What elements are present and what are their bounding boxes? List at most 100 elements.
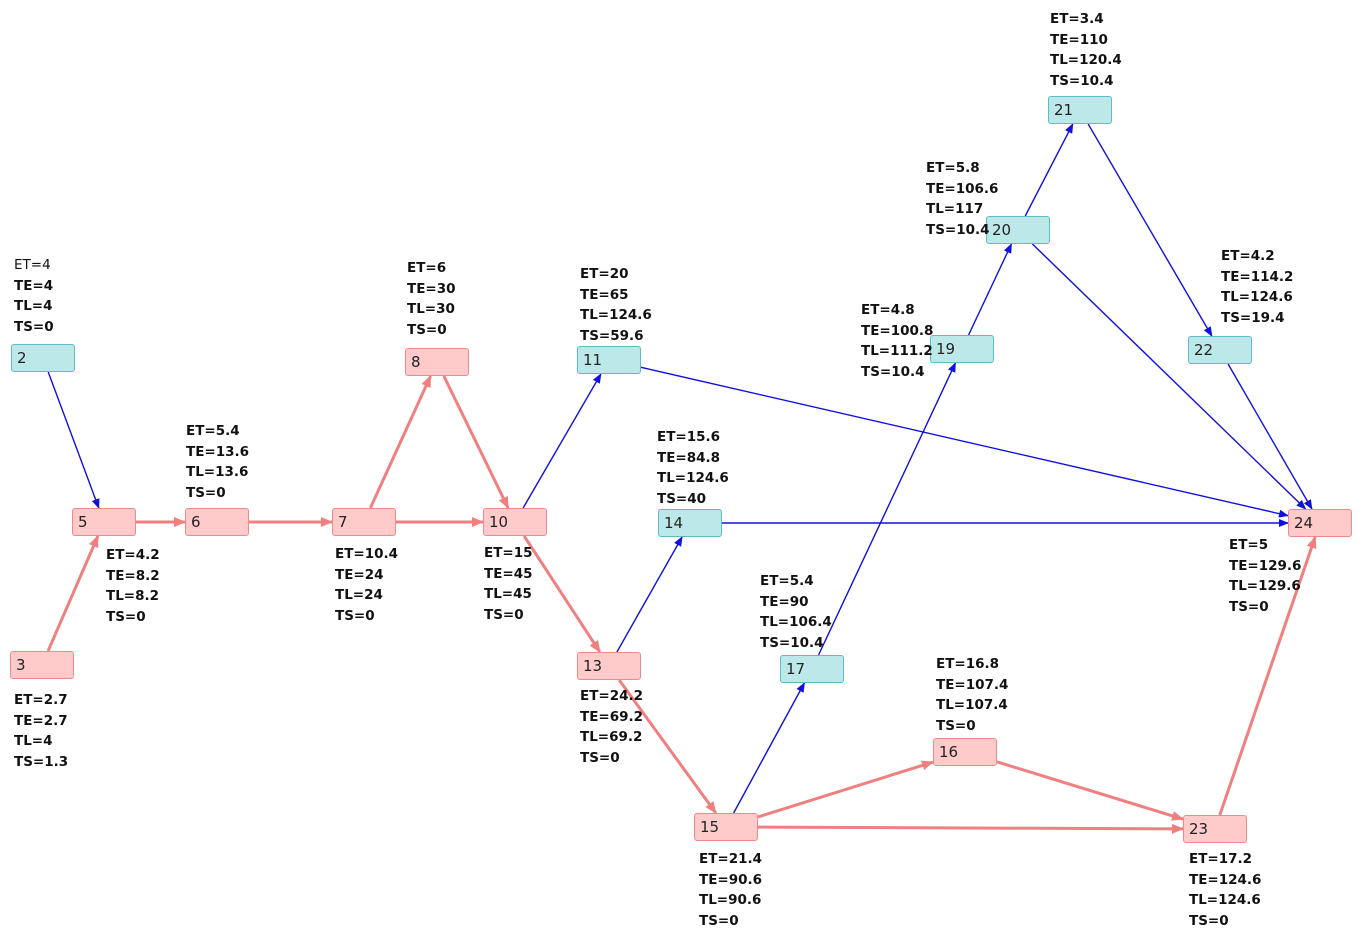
edge-19-20: [967, 243, 1013, 336]
node-2[interactable]: 2: [11, 344, 75, 372]
node-label: 8: [411, 353, 421, 371]
edge-13-15: [617, 679, 718, 814]
edge-15-17: [733, 682, 805, 814]
info-line: TL=124.6: [580, 307, 652, 324]
node-label: 23: [1189, 820, 1209, 838]
node-label: 22: [1194, 341, 1214, 359]
node-22[interactable]: 22: [1188, 336, 1252, 364]
node-7[interactable]: 7: [332, 508, 396, 536]
info-line: TE=129.6: [1229, 557, 1302, 574]
edge-15-16: [757, 760, 934, 819]
node-label: 5: [78, 513, 88, 531]
edge-15-23: [757, 823, 1184, 834]
info-line: TL=124.6: [1189, 892, 1261, 909]
info-line: ET=6: [407, 260, 447, 276]
info-line: TS=0: [186, 485, 226, 502]
info-line: TE=90: [760, 593, 809, 610]
info-line: TL=45: [484, 586, 532, 603]
node-13[interactable]: 13: [577, 652, 641, 680]
node-11[interactable]: 11: [577, 346, 641, 374]
node-label: 16: [939, 743, 959, 761]
info-line: ET=5.4: [186, 423, 240, 439]
info-line: TE=110: [1050, 31, 1108, 48]
node-21[interactable]: 21: [1048, 96, 1112, 124]
info-line: TE=124.6: [1189, 871, 1262, 888]
edge-7-8: [369, 375, 432, 509]
info-line: TS=59.6: [580, 328, 644, 345]
info-line: TS=0: [484, 607, 524, 624]
info-line: TE=114.2: [1221, 268, 1294, 285]
info-line: ET=4.2: [1221, 248, 1275, 264]
info-line: TL=13.6: [186, 464, 249, 481]
edge-8-10: [442, 375, 510, 509]
edge-17-19: [817, 362, 957, 656]
info-line: TS=0: [580, 750, 620, 767]
info-line: TL=124.6: [1221, 289, 1293, 306]
node-3[interactable]: 3: [10, 651, 74, 679]
node-8[interactable]: 8: [405, 348, 469, 376]
info-line: ET=16.8: [936, 656, 1000, 672]
info-line: ET=4: [14, 257, 51, 273]
node-label: 11: [583, 351, 603, 369]
info-line: TE=8.2: [106, 567, 160, 584]
node-label: 13: [583, 657, 603, 675]
info-line: TL=69.2: [580, 729, 643, 746]
node-label: 2: [17, 349, 27, 367]
info-line: TS=0: [1229, 599, 1269, 616]
node-19[interactable]: 19: [930, 335, 994, 363]
node-label: 15: [700, 818, 720, 836]
info-line: ET=17.2: [1189, 851, 1253, 867]
info-line: TS=0: [335, 608, 375, 625]
info-line: TL=111.2: [861, 343, 933, 360]
info-line: TS=0: [699, 913, 739, 930]
edge-13-14: [616, 536, 683, 653]
edge-10-11: [522, 373, 602, 509]
info-line: ET=20: [580, 266, 629, 282]
info-line: TL=30: [407, 301, 455, 318]
info-line: TE=45: [484, 565, 533, 582]
node-5[interactable]: 5: [72, 508, 136, 536]
node-24[interactable]: 24: [1288, 509, 1352, 537]
edge-22-24: [1227, 363, 1313, 510]
info-line: ET=4.8: [861, 302, 915, 318]
node-15[interactable]: 15: [694, 813, 758, 841]
edge-21-22: [1087, 123, 1213, 337]
node-17[interactable]: 17: [780, 655, 844, 683]
node-6[interactable]: 6: [185, 508, 249, 536]
node-label: 6: [191, 513, 201, 531]
info-line: TL=24: [335, 587, 383, 604]
info-line: ET=21.4: [699, 851, 763, 867]
info-line: TE=106.6: [926, 180, 999, 197]
info-line: TE=69.2: [580, 708, 644, 725]
node-label: 14: [664, 514, 684, 532]
node-10[interactable]: 10: [483, 508, 547, 536]
info-line: TE=24: [335, 566, 384, 583]
info-line: TE=90.6: [699, 871, 763, 888]
info-line: TS=19.4: [1221, 310, 1285, 327]
edge-3-5: [46, 535, 100, 652]
info-line: TL=8.2: [106, 588, 160, 605]
node-14[interactable]: 14: [658, 509, 722, 537]
info-line: TL=4: [14, 733, 53, 750]
node-23[interactable]: 23: [1183, 815, 1247, 843]
info-line: ET=4.2: [106, 547, 160, 563]
node-label: 7: [338, 513, 348, 531]
node-16[interactable]: 16: [933, 738, 997, 766]
info-line: ET=15.6: [657, 429, 721, 445]
info-line: TL=124.6: [657, 470, 729, 487]
